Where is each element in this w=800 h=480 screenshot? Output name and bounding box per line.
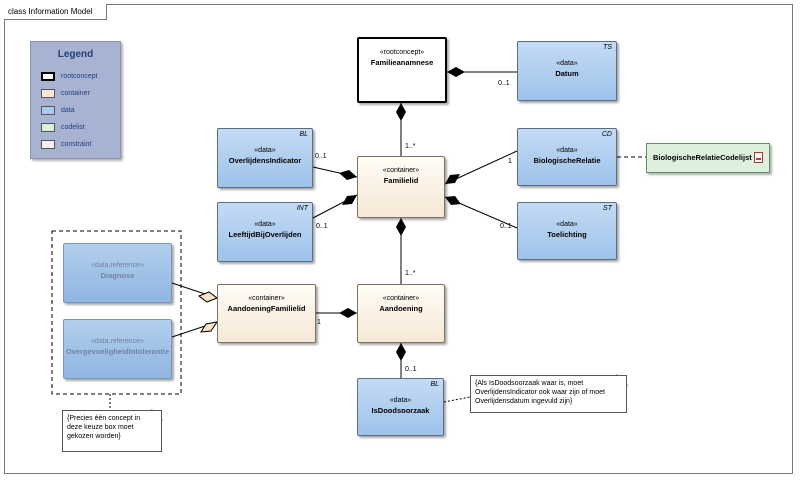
document-icon [754, 152, 763, 163]
legend-item-constraint: constraint [41, 139, 91, 151]
class-familielid[interactable]: «container» Familielid [357, 156, 445, 218]
class-toelichting[interactable]: ST «data» Toelichting [517, 202, 617, 260]
legend-item-codelist: codelist [41, 122, 85, 134]
multiplicity-biologischerelatie: 1 [508, 158, 512, 165]
class-isdoodsoorzaak[interactable]: BL «data» IsDoodsoorzaak [357, 378, 444, 436]
multiplicity-toelichting: 0..1 [500, 223, 512, 230]
class-leeftijdbijoverlijden[interactable]: INT «data» LeeftijdBijOverlijden [217, 202, 313, 262]
multiplicity-overlijdensindicator: 0..1 [315, 153, 327, 160]
class-overlijdensindicator[interactable]: BL «data» OverlijdensIndicator [217, 128, 313, 188]
legend-swatch [41, 139, 55, 149]
legend-title: Legend [57, 49, 94, 60]
legend-swatch [41, 88, 55, 98]
multiplicity-isdoodsoorzaak: 0..1 [405, 366, 417, 373]
legend: Legend rootconcept container data codeli… [30, 41, 121, 159]
diagram-frame [4, 4, 793, 474]
legend-item-data: data [41, 105, 75, 117]
legend-item-rootconcept: rootconcept [41, 71, 98, 83]
multiplicity-aandoeningfamilielid: 1 [317, 319, 321, 326]
legend-swatch [41, 122, 55, 132]
class-overgevoeligheidintolerantie[interactable]: «data,reference» OvergevoeligheidIntoler… [63, 319, 172, 379]
note-choice-constraint: {Precies één concept in deze keuze box m… [62, 410, 162, 452]
multiplicity-familielid: 1..* [405, 143, 416, 150]
legend-swatch [41, 105, 55, 115]
multiplicity-leeftijdbijoverlijden: 0..1 [316, 223, 328, 230]
legend-item-container: container [41, 88, 90, 100]
multiplicity-datum: 0..1 [498, 80, 510, 87]
multiplicity-aandoening: 1..* [405, 270, 416, 277]
legend-swatch [41, 71, 55, 81]
class-biologischerelatie[interactable]: CD «data» BiologischeRelatie [517, 128, 617, 186]
class-aandoeningfamilielid[interactable]: «container» AandoeningFamilielid [217, 284, 316, 343]
class-aandoening[interactable]: «container» Aandoening [357, 284, 445, 343]
codelist-biologischerelatie[interactable]: BiologischeRelatieCodelijst [646, 143, 770, 173]
class-datum[interactable]: TS «data» Datum [517, 41, 617, 101]
class-familieanamnese[interactable]: «rootconcept» Familieanamnese [357, 37, 447, 103]
class-diagnose[interactable]: «data,reference» Diagnose [63, 243, 172, 303]
note-doodsoorzaak-constraint: {Als IsDoodsoorzaak waar is, moet Overli… [470, 375, 627, 413]
diagram-title: class Information Model [4, 4, 108, 20]
